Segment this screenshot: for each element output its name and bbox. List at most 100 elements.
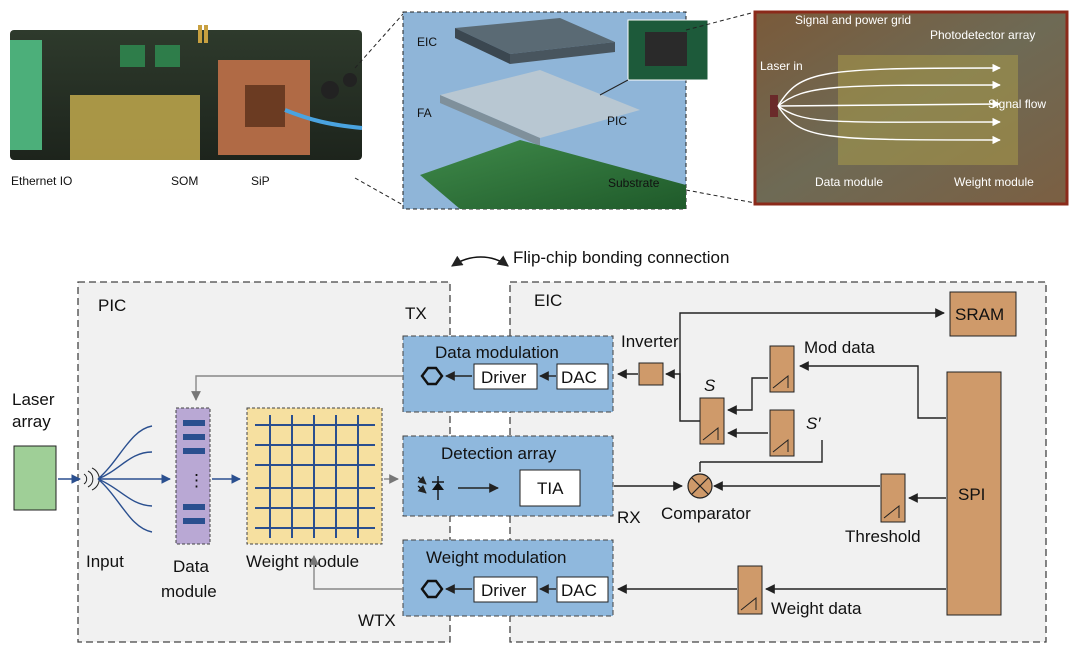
arrow-datamod-to-datamodule bbox=[191, 375, 403, 401]
label-rx: RX bbox=[617, 508, 641, 527]
data-modulator-5 bbox=[183, 518, 205, 524]
label-eic-layer: EIC bbox=[417, 35, 437, 49]
threshold-register bbox=[880, 473, 906, 523]
driver-box-data bbox=[473, 363, 538, 390]
label-spi: SPI bbox=[958, 485, 985, 504]
data-modulator-2 bbox=[183, 434, 205, 440]
label-laser-array-2: array bbox=[12, 412, 51, 431]
callout-line-2 bbox=[354, 177, 404, 206]
label-pic-layer: PIC bbox=[607, 114, 627, 128]
label-dac-data: DAC bbox=[561, 368, 597, 387]
data-modulator-3 bbox=[183, 448, 205, 454]
optical-fiber bbox=[284, 108, 363, 130]
modulator-icon-data bbox=[420, 366, 444, 386]
ethernet-connector bbox=[10, 40, 42, 150]
capacitor-2 bbox=[343, 73, 357, 87]
antenna-2 bbox=[204, 25, 208, 43]
label-data-modulation: Data modulation bbox=[435, 343, 559, 362]
label-threshold: Threshold bbox=[845, 527, 921, 546]
som-module bbox=[70, 95, 200, 160]
label-data-module-photo: Data module bbox=[815, 175, 883, 189]
driver-box-weight bbox=[473, 576, 538, 603]
pic-side bbox=[440, 95, 540, 146]
eic-side bbox=[455, 28, 510, 64]
arrow-spi-to-moddata bbox=[799, 361, 946, 419]
arrow-s-to-inverter bbox=[665, 369, 681, 410]
signal-flow-lines bbox=[777, 63, 1001, 145]
label-eic: EIC bbox=[534, 291, 562, 310]
label-weight-module-photo: Weight module bbox=[954, 175, 1034, 189]
callout-line-3 bbox=[685, 11, 756, 31]
s-prime-clock-icon bbox=[772, 438, 789, 453]
arrow-weightmod-to-weightmodule bbox=[309, 555, 403, 590]
eic-layer bbox=[455, 18, 615, 54]
flip-chip-arrow bbox=[451, 255, 509, 267]
label-laser-in: Laser in bbox=[760, 59, 803, 73]
label-s: S bbox=[704, 376, 716, 395]
line-s-to-inverter bbox=[679, 410, 700, 422]
board-photo bbox=[10, 25, 363, 160]
chip-photo bbox=[753, 10, 1069, 206]
substrate-layer bbox=[420, 140, 686, 209]
label-signal-power-grid: Signal and power grid bbox=[795, 13, 911, 27]
sram-box bbox=[949, 291, 1017, 337]
inset-pointer bbox=[599, 79, 629, 96]
dac-box-data bbox=[556, 363, 609, 390]
label-wtx: WTX bbox=[358, 611, 396, 630]
data-modulator-4 bbox=[183, 504, 205, 510]
label-weight-module: Weight module bbox=[246, 552, 359, 571]
callout-line-1 bbox=[354, 13, 404, 69]
eic-front bbox=[510, 42, 615, 64]
tia-box bbox=[519, 469, 581, 507]
weight-data-clock-icon bbox=[740, 596, 757, 611]
inverter-box bbox=[638, 362, 664, 386]
label-som: SOM bbox=[171, 174, 198, 188]
label-fa-layer: FA bbox=[417, 106, 432, 120]
antenna-1 bbox=[198, 25, 202, 43]
label-detection-array: Detection array bbox=[441, 444, 557, 463]
mod-data-register bbox=[769, 345, 795, 393]
threshold-clock-icon bbox=[883, 504, 900, 519]
chip-active-area bbox=[838, 55, 1018, 165]
s-register bbox=[699, 397, 725, 445]
label-weight-modulation: Weight modulation bbox=[426, 548, 567, 567]
label-signal-flow: Signal flow bbox=[988, 97, 1046, 111]
label-flip-chip: Flip-chip bonding connection bbox=[513, 248, 729, 267]
label-pic: PIC bbox=[98, 296, 126, 315]
label-laser-array-1: Laser bbox=[12, 390, 55, 409]
dac-box-weight bbox=[556, 576, 609, 603]
label-substrate: Substrate bbox=[608, 176, 660, 190]
s-clock-icon bbox=[702, 426, 719, 441]
input-splitter bbox=[83, 425, 153, 533]
label-inverter: Inverter bbox=[621, 332, 679, 351]
label-sip: SiP bbox=[251, 174, 270, 188]
som-connector-2 bbox=[155, 45, 180, 67]
capacitor bbox=[321, 81, 339, 99]
label-sram: SRAM bbox=[955, 305, 1004, 324]
arrow-moddata-to-s bbox=[727, 377, 768, 415]
som-connector-1 bbox=[120, 45, 145, 67]
label-comparator: Comparator bbox=[661, 504, 751, 523]
pic-layer bbox=[440, 70, 640, 138]
spi-box bbox=[946, 371, 1002, 616]
sip-die bbox=[245, 85, 285, 127]
callout-line-4 bbox=[685, 189, 756, 204]
label-data-module-1: Data bbox=[173, 557, 209, 576]
laser-coupler bbox=[770, 95, 778, 117]
label-driver-weight: Driver bbox=[481, 581, 527, 600]
line-comparator-feedback bbox=[700, 440, 823, 463]
label-tx: TX bbox=[405, 304, 427, 323]
weight-grid bbox=[255, 415, 375, 538]
laser-array-box bbox=[13, 445, 57, 511]
mod-data-clock-icon bbox=[772, 374, 789, 389]
label-weight-data: Weight data bbox=[771, 599, 862, 618]
label-tia: TIA bbox=[537, 479, 564, 498]
photodiode-icon bbox=[417, 475, 444, 500]
label-s-prime: S′ bbox=[806, 414, 821, 433]
label-dac-weight: DAC bbox=[561, 581, 597, 600]
comparator-cross-2 bbox=[691, 477, 709, 495]
label-mod-data: Mod data bbox=[804, 338, 875, 357]
label-photodetector-array: Photodetector array bbox=[930, 28, 1035, 42]
s-prime-register bbox=[769, 409, 795, 457]
